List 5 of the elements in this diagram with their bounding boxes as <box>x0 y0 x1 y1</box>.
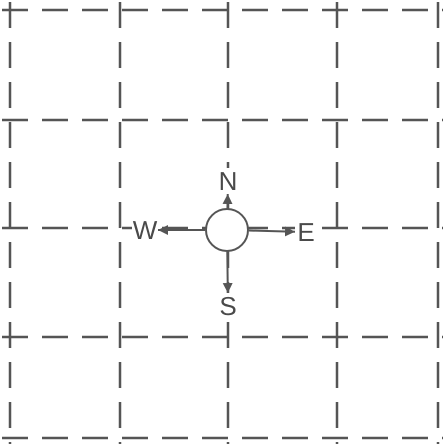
arrow <box>222 194 233 208</box>
arrow <box>248 226 296 236</box>
circle-shape <box>205 208 249 252</box>
arrow <box>158 225 205 235</box>
arrow <box>222 252 233 294</box>
